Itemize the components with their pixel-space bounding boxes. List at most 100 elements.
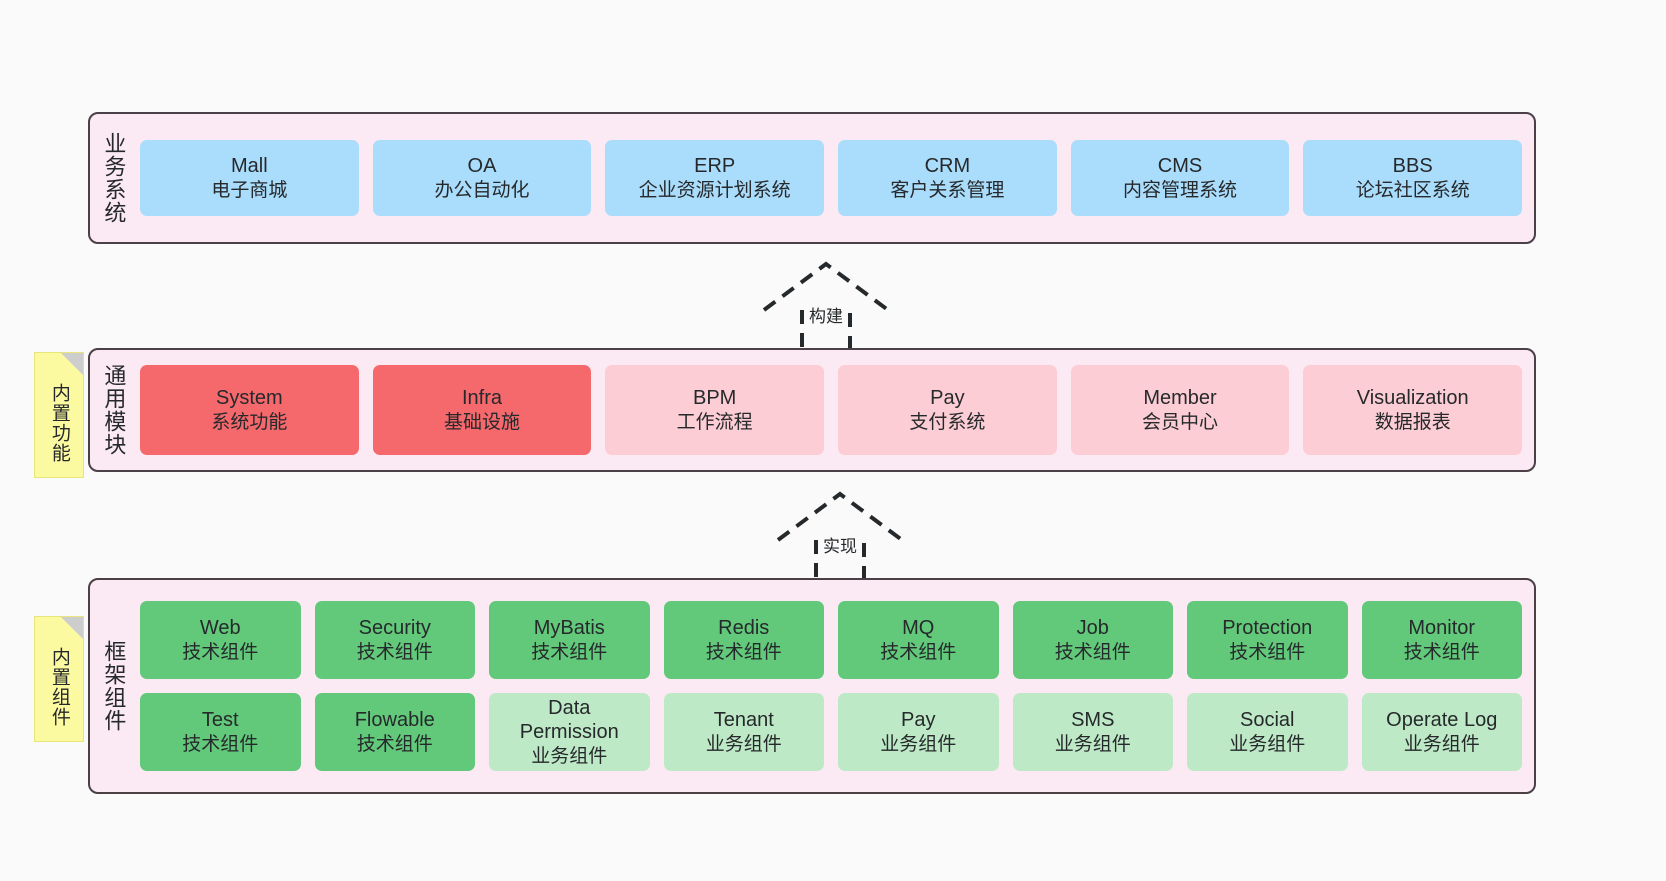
node-subtitle: 技术组件 (182, 733, 259, 755)
node-title: Redis (718, 617, 770, 640)
node-subtitle: 技术组件 (705, 641, 782, 663)
node-subtitle: 技术组件 (531, 641, 608, 663)
node-title: Pay (930, 387, 965, 410)
node-subtitle: 业务组件 (531, 745, 608, 767)
node-subtitle: 内容管理系统 (1123, 179, 1238, 201)
node-subtitle: 技术组件 (1403, 641, 1480, 663)
note-label: 内置功能 (48, 383, 70, 463)
node-title: OA (467, 155, 497, 178)
node-data-permission[interactable]: Data Permission 业务组件 (489, 693, 650, 771)
node-job[interactable]: Job 技术组件 (1012, 601, 1173, 679)
node-subtitle: 技术组件 (356, 733, 433, 755)
node-subtitle: 工作流程 (676, 411, 753, 433)
node-title: BBS (1392, 155, 1433, 178)
layer-label-framework-component: 框架组件 (101, 640, 127, 732)
node-system[interactable]: System 系统功能 (140, 365, 359, 455)
connector-build-label: 构建 (806, 302, 846, 327)
layer-business-system: 业务系统 Mall 电子商城 OA 办公自动化 ERP 企业资源计划系统 CRM… (88, 112, 1536, 244)
node-pay[interactable]: Pay 支付系统 (838, 365, 1057, 455)
node-subtitle: 技术组件 (880, 641, 957, 663)
layer-label-common-module: 通用模块 (101, 364, 127, 456)
node-subtitle: 支付系统 (909, 411, 986, 433)
framework-component-nodes: Web 技术组件 Security 技术组件 MyBatis 技术组件 Redi… (136, 580, 1534, 792)
node-title: Operate Log (1386, 709, 1498, 732)
node-title: SMS (1071, 709, 1115, 732)
node-test[interactable]: Test 技术组件 (140, 693, 301, 771)
node-title: Web (199, 617, 241, 640)
build-arrow-icon (762, 261, 890, 354)
node-monitor[interactable]: Monitor 技术组件 (1361, 601, 1522, 679)
framework-row-technical: Web 技术组件 Security 技术组件 MyBatis 技术组件 Redi… (140, 601, 1522, 679)
note-fold-corner (61, 353, 83, 375)
node-subtitle: 技术组件 (1229, 641, 1306, 663)
node-subtitle: 基础设施 (444, 411, 521, 433)
node-title: Pay (901, 709, 936, 732)
node-subtitle: 论坛社区系统 (1355, 179, 1470, 201)
connector-build: 构建 (746, 258, 906, 356)
node-visualization[interactable]: Visualization 数据报表 (1303, 365, 1523, 455)
node-cms[interactable]: CMS 内容管理系统 (1070, 140, 1290, 216)
layer-framework-component: 框架组件 Web 技术组件 Security 技术组件 MyBatis 技术组件… (88, 578, 1536, 794)
node-title-line2: Permission (519, 721, 619, 744)
node-member[interactable]: Member 会员中心 (1070, 365, 1290, 455)
node-subtitle: 技术组件 (356, 641, 433, 663)
node-mall[interactable]: Mall 电子商城 (140, 140, 359, 216)
connector-implement-label: 实现 (820, 532, 860, 557)
layer-label-business-system: 业务系统 (101, 132, 127, 224)
node-infra[interactable]: Infra 基础设施 (372, 365, 592, 455)
node-flowable[interactable]: Flowable 技术组件 (314, 693, 475, 771)
node-crm[interactable]: CRM 客户关系管理 (838, 140, 1057, 216)
node-subtitle: 数据报表 (1374, 411, 1451, 433)
node-title: Protection (1222, 617, 1313, 640)
node-subtitle: 客户关系管理 (890, 179, 1005, 201)
node-operate-log[interactable]: Operate Log 业务组件 (1361, 693, 1522, 771)
node-pay-business[interactable]: Pay 业务组件 (838, 693, 999, 771)
node-title: BPM (693, 387, 737, 410)
node-title: MyBatis (533, 617, 605, 640)
node-subtitle: 业务组件 (1403, 733, 1480, 755)
business-system-nodes: Mall 电子商城 OA 办公自动化 ERP 企业资源计划系统 CRM 客户关系… (136, 114, 1534, 242)
node-subtitle: 业务组件 (1229, 733, 1306, 755)
node-security[interactable]: Security 技术组件 (314, 601, 475, 679)
node-subtitle: 企业资源计划系统 (638, 179, 791, 201)
note-builtin-component: 内置组件 (34, 616, 84, 742)
node-title: Infra (461, 387, 503, 410)
node-subtitle: 会员中心 (1142, 411, 1219, 433)
node-social[interactable]: Social 业务组件 (1187, 693, 1348, 771)
node-title: Data (548, 697, 591, 720)
node-title: CRM (924, 155, 971, 178)
node-subtitle: 业务组件 (880, 733, 957, 755)
node-subtitle: 技术组件 (182, 641, 259, 663)
node-title: Visualization (1356, 387, 1469, 410)
node-erp[interactable]: ERP 企业资源计划系统 (605, 140, 825, 216)
node-title: Security (358, 617, 431, 640)
common-module-nodes: System 系统功能 Infra 基础设施 BPM 工作流程 Pay 支付系统… (136, 350, 1534, 470)
node-subtitle: 业务组件 (705, 733, 782, 755)
node-protection[interactable]: Protection 技术组件 (1187, 601, 1348, 679)
node-title: Mall (231, 155, 268, 178)
node-title: Job (1076, 617, 1109, 640)
node-subtitle: 电子商城 (211, 179, 288, 201)
connector-implement: 实现 (760, 488, 920, 586)
node-sms[interactable]: SMS 业务组件 (1012, 693, 1173, 771)
node-oa[interactable]: OA 办公自动化 (372, 140, 592, 216)
node-mq[interactable]: MQ 技术组件 (838, 601, 999, 679)
node-title: ERP (694, 155, 736, 178)
node-subtitle: 业务组件 (1054, 733, 1131, 755)
node-subtitle: 系统功能 (211, 411, 288, 433)
node-redis[interactable]: Redis 技术组件 (663, 601, 824, 679)
node-bpm[interactable]: BPM 工作流程 (605, 365, 825, 455)
node-title: Test (201, 709, 239, 732)
node-title: Flowable (354, 709, 435, 732)
node-mybatis[interactable]: MyBatis 技术组件 (489, 601, 650, 679)
node-bbs[interactable]: BBS 论坛社区系统 (1303, 140, 1523, 216)
node-tenant[interactable]: Tenant 业务组件 (663, 693, 824, 771)
node-subtitle: 办公自动化 (434, 179, 530, 201)
node-web[interactable]: Web 技术组件 (140, 601, 301, 679)
node-title: System (215, 387, 283, 410)
node-subtitle: 技术组件 (1054, 641, 1131, 663)
framework-row-business: Test 技术组件 Flowable 技术组件 Data Permission … (140, 693, 1522, 771)
implement-arrow-icon (776, 491, 904, 584)
node-title: Tenant (713, 709, 774, 732)
